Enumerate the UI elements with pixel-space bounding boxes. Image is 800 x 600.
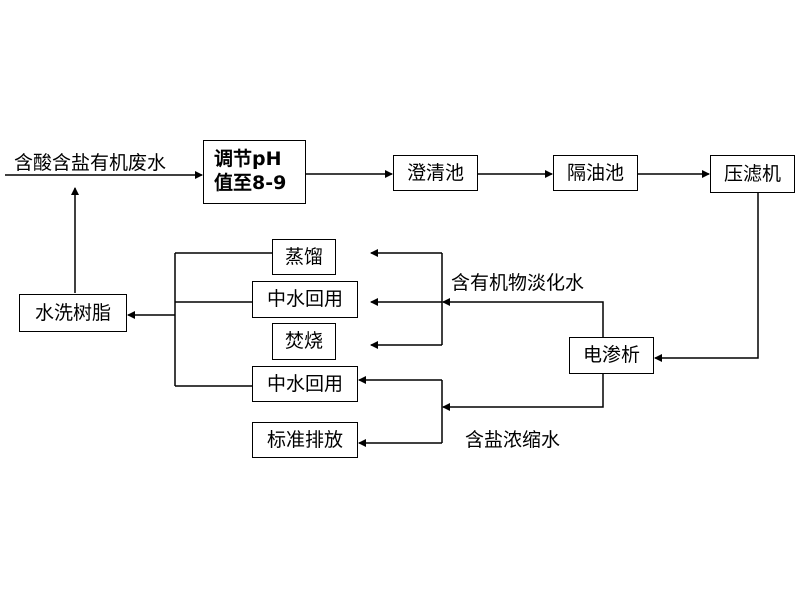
node-reuse-1: 中水回用 (252, 281, 358, 318)
node-adjust-ph-line1: 调节pH (214, 148, 282, 171)
node-filter-press: 压滤机 (710, 155, 795, 193)
edge-label-concentrate: 含盐浓缩水 (465, 429, 561, 451)
node-clarifier: 澄清池 (393, 155, 478, 191)
node-oil-separator: 隔油池 (553, 155, 638, 191)
node-discharge: 标准排放 (252, 422, 358, 458)
arrow-press-to-electrodialysis (654, 193, 759, 362)
line-dilute-out (442, 298, 604, 337)
input-label: 含酸含盐有机废水 (14, 152, 167, 174)
node-electrodialysis: 电渗析 (569, 337, 654, 374)
node-distillation: 蒸馏 (272, 239, 336, 275)
node-adjust-ph-line2: 值至8-9 (214, 172, 287, 194)
edge-label-dilute: 含有机物淡化水 (451, 272, 585, 294)
node-adjust-ph: 调节pH 值至8-9 (203, 140, 306, 204)
node-reuse-2: 中水回用 (252, 366, 358, 402)
line-concentrate-out (442, 374, 604, 411)
node-resin-wash: 水洗树脂 (19, 294, 127, 332)
node-incineration: 焚烧 (272, 323, 336, 360)
